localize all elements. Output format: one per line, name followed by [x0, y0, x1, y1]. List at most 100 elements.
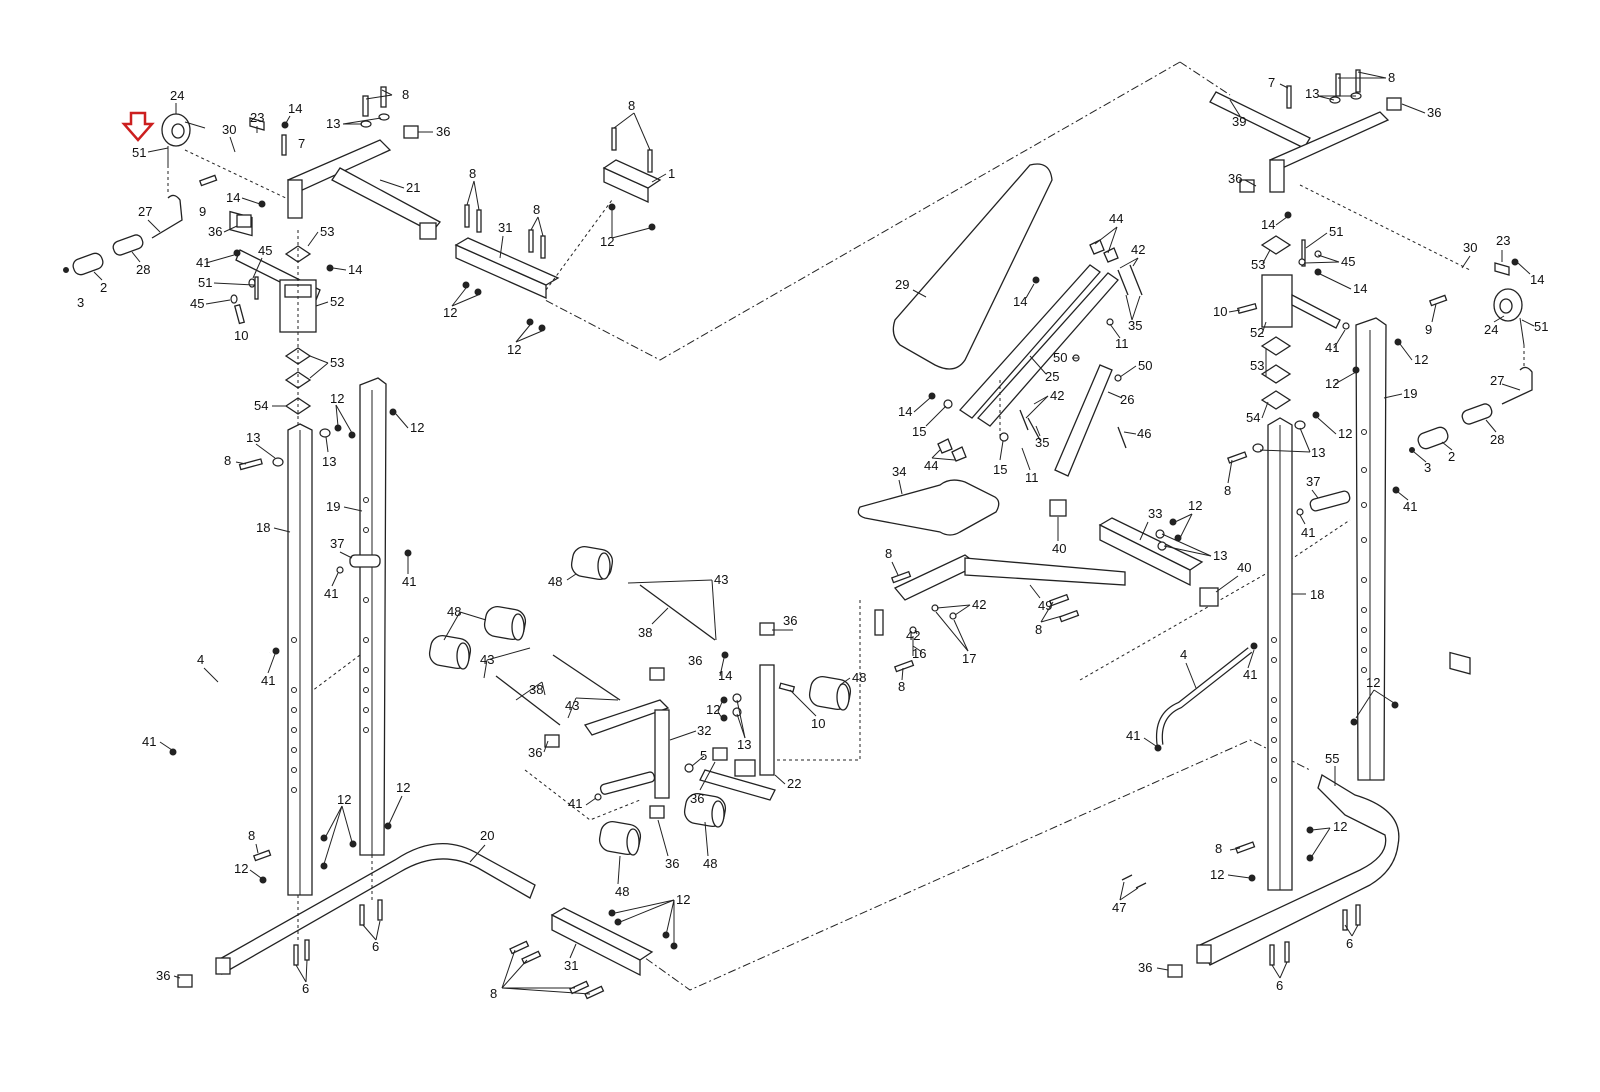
callout-label: 34 — [892, 464, 906, 479]
callout-label: 50 — [1138, 358, 1152, 373]
callout-label: 45 — [1341, 254, 1355, 269]
callout-label: 36 — [665, 856, 679, 871]
callout-labels: 24 51 30 23 14 7 8 13 36 21 9 14 27 28 2… — [77, 70, 1548, 1001]
callout-label: 27 — [1490, 373, 1504, 388]
callout-label: 51 — [198, 275, 212, 290]
callout-label: 1 — [668, 166, 675, 181]
top-crossmember-assembly — [454, 127, 662, 332]
callout-label: 6 — [1276, 978, 1283, 993]
base-part-55 — [1196, 774, 1400, 966]
callout-label: 6 — [302, 981, 309, 996]
callout-label: 8 — [1035, 622, 1042, 637]
callout-label: 36 — [436, 124, 450, 139]
callout-label: 10 — [811, 716, 825, 731]
callout-label: 15 — [912, 424, 926, 439]
callout-label: 12 — [706, 702, 720, 717]
callout-label: 48 — [703, 856, 717, 871]
callout-label: 36 — [1228, 171, 1242, 186]
base-part-20 — [215, 843, 536, 975]
callout-label: 41 — [1325, 340, 1339, 355]
knob-part-5 — [684, 763, 694, 773]
callout-label: 8 — [533, 202, 540, 217]
callout-label: 48 — [852, 670, 866, 685]
callout-label: 36 — [688, 653, 702, 668]
callout-label: 12 — [234, 861, 248, 876]
callout-label: 4 — [1180, 647, 1187, 662]
bracket-part-22 — [699, 664, 776, 801]
bolt-part-6b — [304, 939, 310, 961]
end-cap-part-36d — [544, 734, 560, 748]
callout-label: 13 — [1311, 445, 1325, 460]
callout-label: 15 — [993, 462, 1007, 477]
callout-label: 32 — [697, 723, 711, 738]
end-cap-part-36 — [403, 125, 419, 139]
callout-label: 8 — [490, 986, 497, 1001]
callout-label: 43 — [565, 698, 579, 713]
top-arm-part-21 — [286, 139, 441, 240]
callout-label: 16 — [912, 646, 926, 661]
callout-label: 8 — [885, 546, 892, 561]
callout-label: 8 — [1215, 841, 1222, 856]
callout-label: 31 — [498, 220, 512, 235]
callout-label: 28 — [136, 262, 150, 277]
callout-label: 8 — [1388, 70, 1395, 85]
bolt-part-10 — [233, 303, 246, 325]
callout-label: 36 — [783, 613, 797, 628]
pin-part-46 — [1117, 426, 1127, 449]
callout-label: 40 — [1052, 541, 1066, 556]
pulley-part-24 — [161, 113, 206, 195]
callout-label: 54 — [254, 398, 268, 413]
crossbar-part-33 — [1098, 517, 1204, 587]
callout-label: 41 — [1403, 499, 1417, 514]
callout-label: 54 — [1246, 410, 1260, 425]
callout-label: 12 — [1366, 675, 1380, 690]
callout-label: 11 — [1115, 336, 1129, 351]
end-cap-part-40 — [1049, 499, 1067, 517]
callout-label: 12 — [396, 780, 410, 795]
end-cap-part-36c — [177, 974, 193, 988]
callout-label: 13 — [737, 737, 751, 752]
callout-label: 41 — [1126, 728, 1140, 743]
callout-label: 41 — [196, 255, 210, 270]
callout-label: 13 — [322, 454, 336, 469]
callout-label: 8 — [628, 98, 635, 113]
callout-label: 13 — [326, 116, 340, 131]
callout-label: 24 — [170, 88, 184, 103]
callout-label: 12 — [1414, 352, 1428, 367]
callout-label: 14 — [1261, 217, 1275, 232]
end-cap-part-36g — [712, 747, 728, 761]
callout-label: 36 — [208, 224, 222, 239]
callout-label: 10 — [234, 328, 248, 343]
bolt-part-8b — [252, 849, 272, 862]
handle-grip-part-2 — [72, 252, 104, 276]
top-arm-part-39 — [1209, 91, 1390, 193]
pin-part-37 — [349, 554, 381, 568]
callout-label: 30 — [1463, 240, 1477, 255]
callout-label: 12 — [1210, 867, 1224, 882]
callout-label: 41 — [1243, 667, 1257, 682]
clip-part-23 — [249, 117, 265, 131]
callout-label: 13 — [1213, 548, 1227, 563]
spacer-part-45 — [248, 278, 256, 288]
callout-label: 45 — [190, 296, 204, 311]
callout-label: 18 — [1310, 587, 1324, 602]
bolts-part-8 — [360, 86, 390, 128]
callout-label: 23 — [1496, 233, 1510, 248]
nut-part-12d — [320, 834, 328, 842]
callout-label: 27 — [138, 204, 152, 219]
callout-label: 45 — [258, 243, 272, 258]
callout-label: 40 — [1237, 560, 1251, 575]
leader-lines — [93, 71, 1535, 995]
nut-part-41e — [169, 748, 177, 756]
callout-label: 14 — [1530, 272, 1544, 287]
callout-label: 2 — [1448, 449, 1455, 464]
callout-label: 12 — [443, 305, 457, 320]
bumper-part-44 — [1089, 239, 1105, 255]
rails-part-25 — [959, 264, 1119, 427]
callout-label: 12 — [1325, 376, 1339, 391]
callout-label: 42 — [906, 628, 920, 643]
callout-label: 12 — [676, 892, 690, 907]
nut-part-41b — [336, 566, 344, 574]
callout-label: 4 — [197, 652, 204, 667]
callout-label: 12 — [410, 420, 424, 435]
